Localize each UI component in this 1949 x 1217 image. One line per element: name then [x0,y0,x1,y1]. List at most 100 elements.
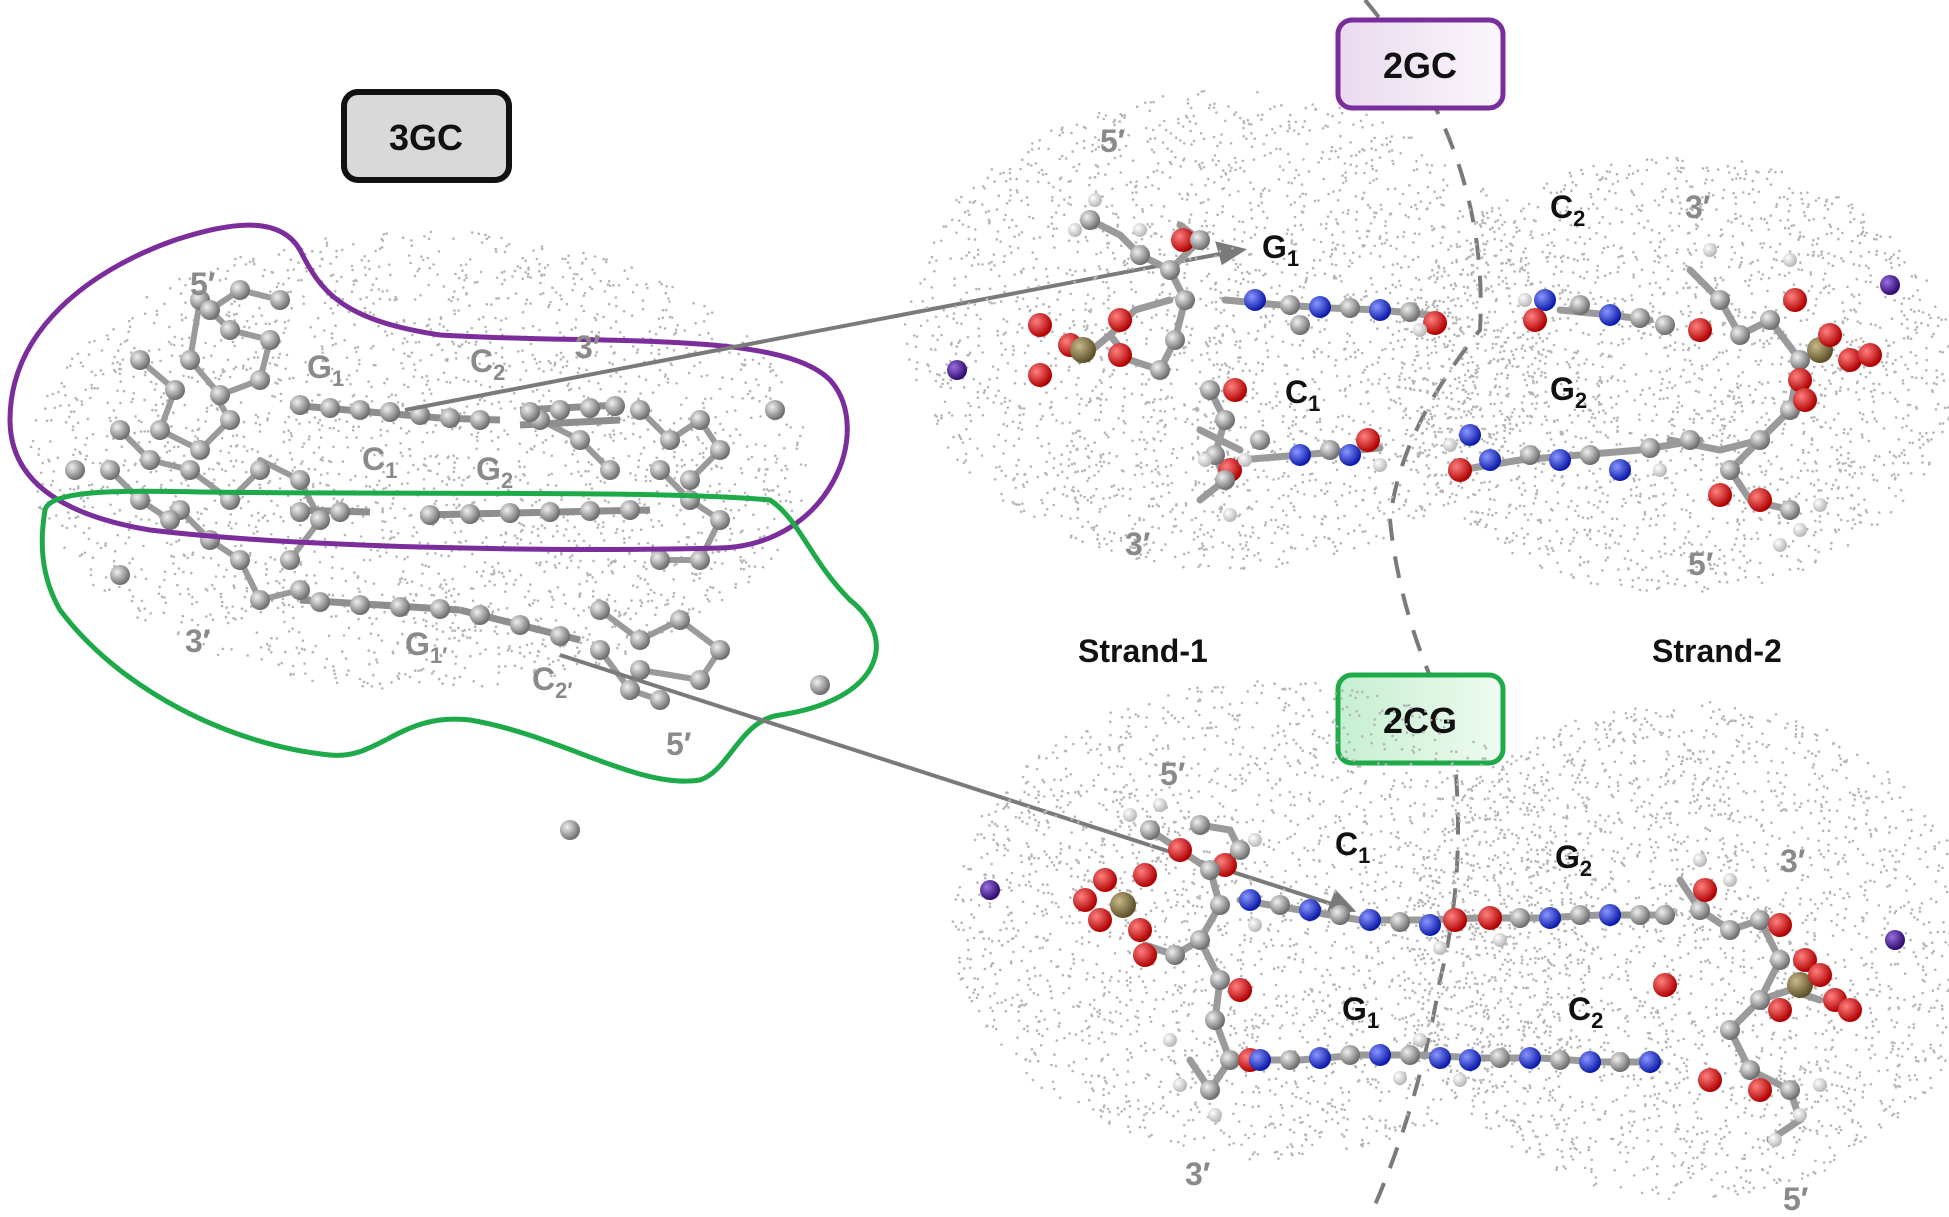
left-5prime-top: 5′ [190,266,216,302]
strand-1-label: Strand-1 [1078,633,1208,669]
bottom-right-molecule [951,680,1949,1201]
atom-C [220,320,240,340]
atom-C [190,440,210,460]
atom-N [1609,459,1631,481]
atom-C [290,395,310,415]
atom-O [1478,906,1502,930]
atom-C [320,398,340,418]
atom-C [670,610,690,630]
tr-label-c2: C2 [1550,189,1585,231]
atom-C [1610,1052,1630,1072]
box-3gc-label: 3GC [389,117,463,158]
atom-O [1088,908,1112,932]
atom-C [380,402,400,422]
br-label-c2: C2 [1568,991,1603,1033]
atom-N [1479,449,1501,471]
atom-C [1200,380,1220,400]
atom-C [1780,1080,1800,1100]
atom-O [1748,488,1772,512]
atom-C [1580,445,1600,465]
atom-I [1880,275,1900,295]
atom-C [560,820,580,840]
atom-O [1223,378,1247,402]
atom-C [1400,302,1420,322]
atom-C [1720,920,1740,940]
atom-C [310,592,330,612]
atom-C [165,380,185,400]
atom-C [1510,908,1530,928]
atom-C [1570,905,1590,925]
atom-C [1520,445,1540,465]
atom-C [1655,315,1675,335]
atom-N [1599,304,1621,326]
atom-C [100,460,120,480]
strand-2-label: Strand-2 [1652,633,1782,669]
atom-H [1413,323,1427,337]
atom-C [1150,360,1170,380]
atom-C [765,400,785,420]
atom-O [1808,963,1832,987]
atom-H [1518,293,1532,307]
box-2cg: 2CG [1335,672,1506,766]
atom-N [1639,1051,1661,1073]
atom-C [1720,1020,1740,1040]
atom-O [1523,308,1547,332]
atom-C [1390,912,1410,932]
atom-C [250,370,270,390]
atom-C [210,385,230,405]
atom-H [1768,1133,1782,1147]
left-label-g1prime: G1′ [405,626,447,668]
atom-C [470,605,490,625]
br-label-g2: G2 [1555,839,1592,881]
atom-C [160,510,180,530]
atom-C [605,396,625,416]
atom-O [1093,868,1117,892]
atom-O [1128,918,1152,942]
atom-N [1369,299,1391,321]
atom-O [1708,483,1732,507]
atom-C [1630,905,1650,925]
atom-O [1108,308,1132,332]
atom-N [1549,449,1571,471]
atom-C [1220,1050,1240,1070]
atom-O [1838,348,1862,372]
atom-C [230,280,250,300]
left-label-c2prime: C2′ [532,661,573,703]
atom-C [1750,990,1770,1010]
atom-N [1299,899,1321,921]
atom-C [220,490,240,510]
box-2cg-label: 2CG [1383,700,1457,741]
atom-C [290,470,310,490]
atom-H [1703,243,1717,257]
atom-H [1773,538,1787,552]
tr-3prime-left: 3′ [1125,526,1151,562]
atom-C [1340,298,1360,318]
atom-C [130,350,150,370]
left-panel-molecule [29,230,830,840]
atom-O [1748,1078,1772,1102]
atom-C [690,670,710,690]
atom-C [280,550,300,570]
atom-N [1289,444,1311,466]
atom-O [1168,838,1192,862]
atom-C [600,460,620,480]
atom-O [1356,428,1380,452]
atom-H [1493,933,1507,947]
atom-C [270,290,290,310]
atom-O [1133,943,1157,967]
atom-C [110,565,130,585]
atom-H [1793,1108,1807,1122]
atom-C [1200,1080,1220,1100]
atom-C [1140,820,1160,840]
atom-H [1208,1108,1222,1122]
left-label-g1: G1 [307,349,344,391]
top-right-labels: 5′ 3′ 3′ 5′ G1 C2 C1 G2 [1100,123,1714,582]
atom-N [1359,909,1381,931]
atom-C [260,330,280,350]
trDots-surface-dots [903,89,1949,593]
atom-C [1160,260,1180,280]
atom-O [1688,318,1712,342]
atom-I [947,360,967,380]
atom-O [1228,978,1252,1002]
atom-C [1710,290,1730,310]
